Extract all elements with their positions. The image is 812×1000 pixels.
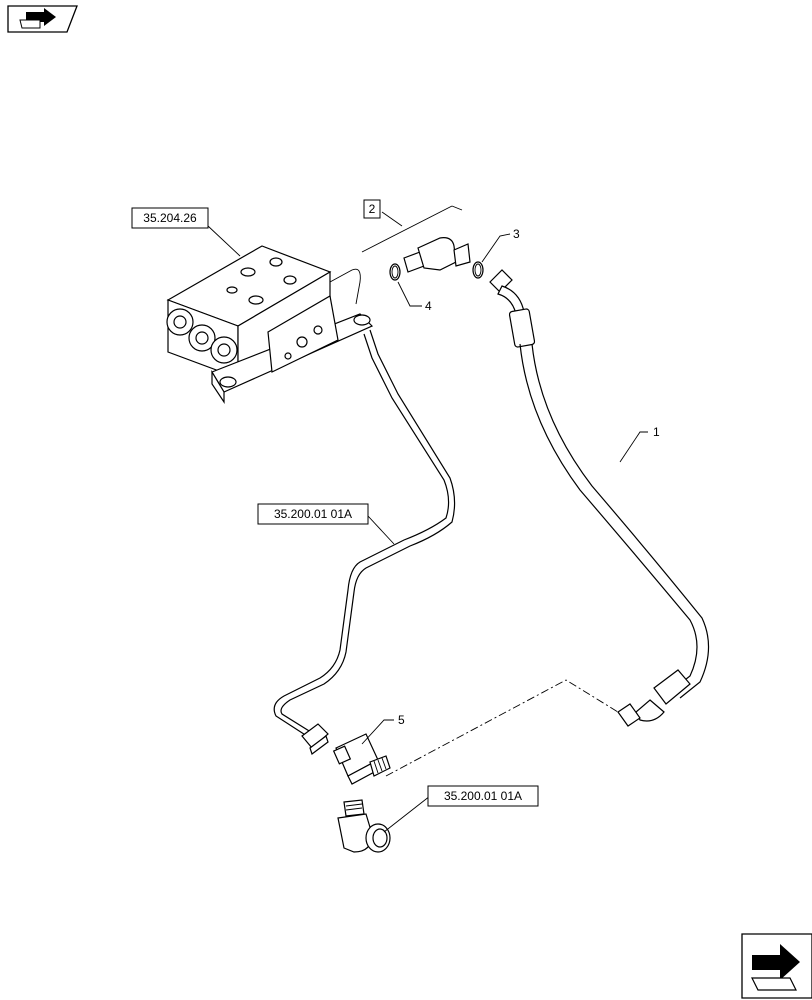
- o-ring-3: [472, 261, 484, 279]
- group-bracket: [361, 205, 463, 253]
- callout-5-label: 5: [398, 713, 405, 727]
- valve-reference-callout[interactable]: 35.204.26: [131, 207, 209, 229]
- pipe-nut: [301, 723, 329, 755]
- leader-item-5: [361, 719, 394, 745]
- leader-item-4: [397, 281, 422, 307]
- elbow-adapter: [403, 237, 471, 273]
- elbow-reference-callout[interactable]: 35.200.01 01A: [427, 785, 539, 807]
- leader-valve-ref: [207, 225, 241, 257]
- o-ring-4: [389, 263, 401, 281]
- leader-item-3: [481, 233, 511, 263]
- callout-4-label: 4: [425, 299, 432, 313]
- callout-2-label: 2: [369, 202, 376, 216]
- hydraulic-hose: [489, 269, 710, 727]
- callout-item-2: 2: [363, 199, 381, 219]
- next-page-arrow-icon[interactable]: [741, 933, 812, 999]
- leader-pipe-ref: [367, 515, 395, 545]
- pipe-reference-label: 35.200.01 01A: [274, 507, 352, 521]
- leader-item-1: [619, 431, 648, 463]
- valve-reference-label: 35.204.26: [143, 211, 197, 225]
- tee-threaded-stub: [369, 755, 391, 777]
- steel-pipe: [273, 329, 456, 739]
- elbow-reference-label: 35.200.01 01A: [444, 789, 522, 803]
- control-valve-block: [166, 245, 374, 404]
- connection-centerline: [385, 679, 619, 777]
- callout-1-label: 1: [653, 425, 660, 439]
- leader-elbow-ref: [383, 795, 431, 833]
- tee-fitting: [332, 733, 391, 785]
- previous-page-arrow-icon[interactable]: [7, 5, 78, 33]
- pipe-reference-callout[interactable]: 35.200.01 01A: [257, 503, 369, 525]
- callout-3-label: 3: [513, 227, 520, 241]
- elbow-fitting: [337, 799, 391, 853]
